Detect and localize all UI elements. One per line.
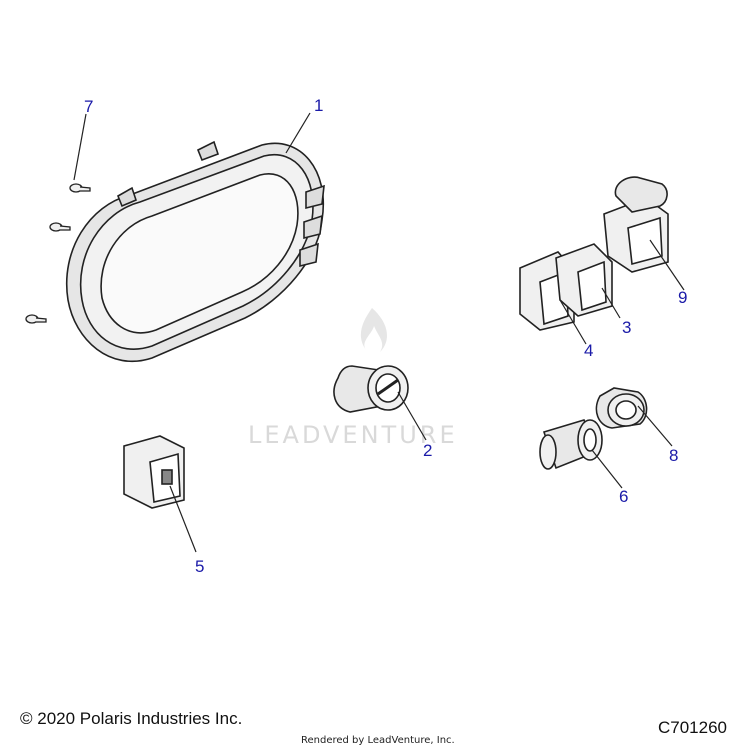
rocker-switch-pair-part[interactable] [519, 243, 613, 331]
watermark-text: LEADVENTURE [248, 421, 458, 449]
callout-4[interactable]: 4 [584, 341, 593, 360]
diagram-code: C701260 [658, 718, 728, 737]
callout-2[interactable]: 2 [423, 441, 432, 460]
power-outlet-part[interactable] [539, 419, 603, 470]
callout-7[interactable]: 7 [84, 97, 93, 116]
small-rocker-switch-part[interactable] [123, 435, 185, 509]
callout-5[interactable]: 5 [195, 557, 204, 576]
callout-8[interactable]: 8 [669, 446, 678, 465]
copyright-text: © 2020 Polaris Industries Inc. [20, 709, 243, 728]
usb-port-part[interactable] [595, 387, 648, 429]
callout-3[interactable]: 3 [622, 318, 631, 337]
callouts: 1 2 3 4 5 6 7 8 9 [84, 96, 687, 576]
watermark: LEADVENTURE [248, 308, 458, 449]
screw-part[interactable] [25, 183, 91, 324]
instrument-cluster-part[interactable] [66, 140, 325, 363]
rendered-by-text: Rendered by LeadVenture, Inc. [301, 735, 455, 746]
leader-lines [73, 112, 685, 553]
callout-1[interactable]: 1 [314, 96, 323, 115]
key-switch-part[interactable] [333, 365, 409, 413]
callout-9[interactable]: 9 [678, 288, 687, 307]
flame-icon [360, 308, 387, 352]
callout-6[interactable]: 6 [619, 487, 628, 506]
rocker-switch-part[interactable] [603, 176, 669, 273]
